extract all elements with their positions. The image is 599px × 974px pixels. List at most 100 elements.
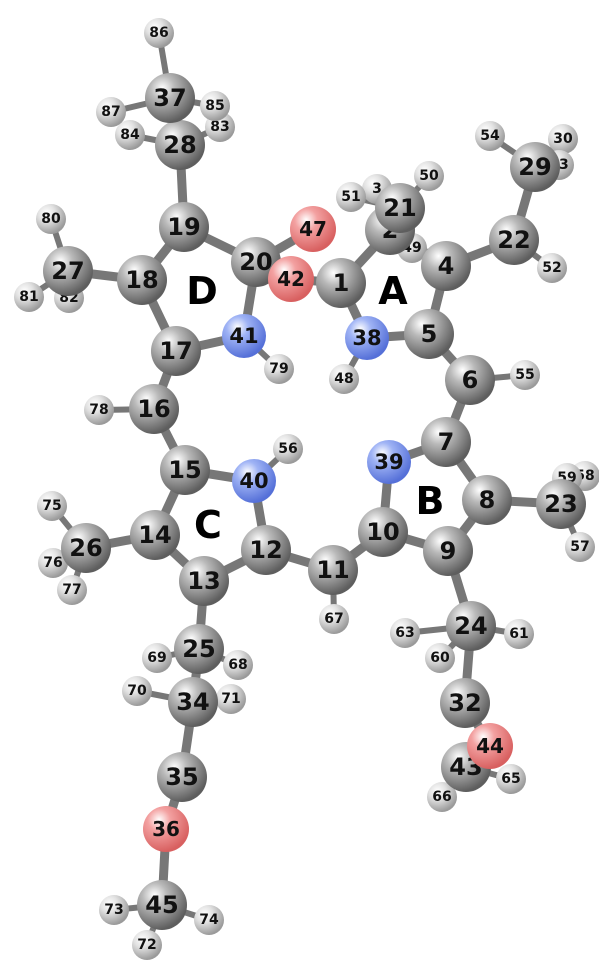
atom-label: 10 [366, 518, 399, 546]
atom-sphere-h [36, 204, 66, 234]
atom-sphere-h [115, 120, 145, 150]
atom-sphere-c [510, 142, 560, 192]
atom-sphere-n [222, 314, 266, 358]
atom-label: 39 [374, 450, 403, 474]
atom-label: 54 [480, 128, 500, 144]
ring-label-b: B [416, 479, 445, 523]
atom-8: 8 [462, 475, 512, 525]
atom-28: 28 [155, 120, 205, 170]
atom-17: 17 [151, 326, 201, 376]
atom-39: 39 [367, 440, 411, 484]
atom-27: 27 [43, 246, 93, 296]
atom-sphere-h [565, 532, 595, 562]
atom-sphere-h [273, 434, 303, 464]
atom-70: 70 [122, 676, 152, 706]
atom-sphere-h [38, 548, 68, 578]
atom-sphere-c [421, 241, 471, 291]
atom-label: 68 [228, 657, 247, 673]
atom-sphere-c [308, 545, 358, 595]
atom-label: 40 [239, 469, 268, 493]
atom-label: 80 [41, 211, 61, 227]
atom-label: 7 [438, 428, 455, 456]
atom-sphere-c [157, 752, 207, 802]
atom-25: 25 [174, 624, 224, 674]
atom-sphere-c [155, 120, 205, 170]
atom-sphere-c [421, 417, 471, 467]
atom-sphere-c [174, 624, 224, 674]
atom-label: 61 [509, 626, 528, 642]
atom-14: 14 [130, 510, 180, 560]
atom-84: 84 [115, 120, 145, 150]
atom-label: 15 [168, 456, 201, 484]
atom-74: 74 [194, 905, 224, 935]
atom-sphere-h [264, 354, 294, 384]
atom-81: 81 [14, 282, 44, 312]
atom-16: 16 [129, 384, 179, 434]
atom-sphere-c [446, 601, 496, 651]
atom-sphere-h [496, 764, 526, 794]
atom-sphere-c [145, 73, 195, 123]
atom-sphere-h [504, 619, 534, 649]
atom-37: 37 [145, 73, 195, 123]
atom-label: 4 [438, 252, 455, 280]
atom-sphere-n [232, 459, 276, 503]
atom-22: 22 [489, 215, 539, 265]
atom-sphere-o [268, 256, 314, 302]
ring-labels-layer: A B C D [186, 269, 444, 547]
atom-40: 40 [232, 459, 276, 503]
atom-label: 79 [269, 361, 288, 377]
atom-sphere-o [467, 723, 513, 769]
atom-label: 3 [372, 181, 382, 197]
atom-sphere-c [43, 246, 93, 296]
atom-label: 69 [147, 650, 166, 666]
atom-label: 9 [440, 537, 457, 565]
atom-sphere-h [390, 618, 420, 648]
atom-label: 70 [127, 683, 147, 699]
atom-label: 66 [432, 789, 451, 805]
atom-24: 24 [446, 601, 496, 651]
atom-sphere-c [129, 384, 179, 434]
atom-67: 67 [319, 604, 349, 634]
atom-label: 22 [497, 226, 530, 254]
atom-41: 41 [222, 314, 266, 358]
atom-sphere-c [536, 479, 586, 529]
atom-label: 8 [479, 486, 496, 514]
atom-26: 26 [61, 523, 111, 573]
ring-label-c: C [194, 503, 222, 547]
atom-label: 30 [553, 131, 573, 147]
atom-56: 56 [273, 434, 303, 464]
atom-51: 51 [336, 182, 366, 212]
atom-label: 36 [152, 817, 180, 841]
atom-label: 71 [221, 691, 240, 707]
atom-sphere-c [151, 326, 201, 376]
atom-76: 76 [38, 548, 68, 578]
atom-11: 11 [308, 545, 358, 595]
atom-sphere-c [117, 255, 167, 305]
atom-sphere-c [179, 556, 229, 606]
atom-label: 56 [278, 441, 297, 457]
atom-sphere-h [425, 643, 455, 673]
atom-35: 35 [157, 752, 207, 802]
atom-label: 41 [229, 324, 258, 348]
atom-label: 13 [187, 567, 220, 595]
atom-label: 42 [277, 267, 305, 291]
atom-sphere-h [200, 91, 230, 121]
atom-label: 86 [149, 25, 168, 41]
atom-72: 72 [132, 930, 162, 960]
atom-sphere-h [144, 18, 174, 48]
atom-47: 47 [290, 206, 336, 252]
atom-12: 12 [241, 525, 291, 575]
atom-66: 66 [427, 782, 457, 812]
atom-sphere-c [489, 215, 539, 265]
atom-71: 71 [216, 684, 246, 714]
atom-label: 51 [341, 189, 360, 205]
atom-sphere-c [358, 507, 408, 557]
atom-label: 63 [395, 625, 414, 641]
atom-18: 18 [117, 255, 167, 305]
atom-sphere-h [57, 575, 87, 605]
atom-5: 5 [404, 309, 454, 359]
atom-77: 77 [57, 575, 87, 605]
atom-29: 29 [510, 142, 560, 192]
atom-label: 11 [316, 556, 349, 584]
atom-label: 81 [19, 289, 38, 305]
